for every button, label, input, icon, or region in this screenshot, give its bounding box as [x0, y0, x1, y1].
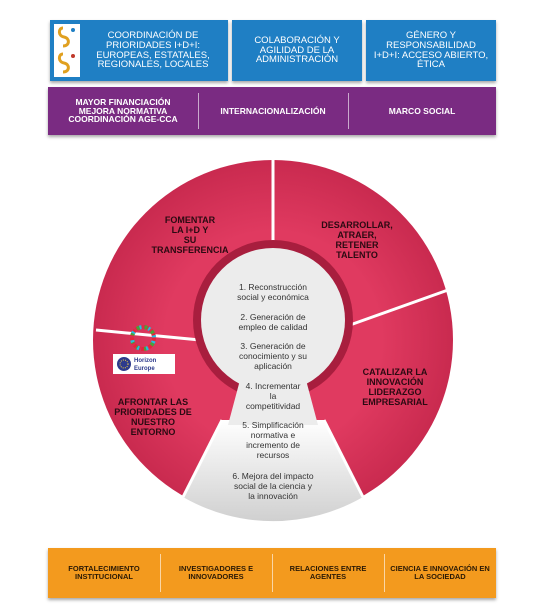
segment-fomentar-line: TRANSFERENCIA: [151, 245, 229, 255]
orange-cell-ciencia: CIENCIA E INNOVACIÓN EN LA SOCIEDAD: [384, 548, 496, 598]
purple-cell-financiacion-text: MAYOR FINANCIACIÓN MEJORA NORMATIVA COOR…: [68, 96, 178, 125]
horizon-europe-line: Horizon: [134, 358, 157, 364]
center-item-line: social de la ciencia y: [234, 481, 313, 491]
segment-desarrollar-line: DESARROLLAR,: [321, 220, 393, 230]
segment-fomentar-line: LA I+D Y: [172, 225, 209, 235]
segment-catalizar-line: INNOVACIÓN: [367, 376, 424, 387]
segment-afrontar-line: NUESTRO: [131, 417, 175, 427]
segment-afrontar-line: ENTORNO: [131, 427, 176, 437]
top-box-coordinacion: COORDINACIÓN DE PRIORIDADES I+D+I: EUROP…: [50, 20, 228, 81]
segment-fomentar-line: FOMENTAR: [165, 215, 216, 225]
horizon-europe-line: Europe: [134, 366, 155, 372]
purple-cell-internacionalizacion: INTERNACIONALIZACIÓN: [198, 87, 348, 135]
segment-catalizar-line: EMPRESARIAL: [362, 397, 428, 407]
center-item-line: conocimiento y su: [239, 351, 307, 361]
spain-logo-icon: [57, 26, 75, 74]
center-item-line: empleo de calidad: [239, 322, 308, 332]
orange-cell-investigadores-text: INVESTIGADORES E INNOVADORES: [178, 563, 254, 581]
spain-logos: [54, 24, 80, 77]
top-box-coordinacion-text: COORDINACIÓN DE PRIORIDADES I+D+I: EUROP…: [96, 29, 210, 71]
center-item-line: 3. Generación de: [240, 341, 305, 351]
center-item-line: 1. Reconstrucción: [239, 282, 307, 292]
orange-divider: [272, 554, 273, 592]
horizon-europe-logo: Horizon Europe: [113, 354, 175, 374]
purple-cell-marco-social-text: MARCO SOCIAL: [388, 105, 456, 116]
center-item-line: aplicación: [254, 361, 292, 371]
top-box-genero-text: GÉNERO Y RESPONSABILIDAD I+D+I: ACCESO A…: [373, 29, 489, 71]
center-item-line: 6. Mejora del impacto: [232, 471, 314, 481]
segment-divider: [181, 419, 224, 498]
purple-divider: [198, 93, 199, 129]
center-item-line: recursos: [257, 450, 290, 460]
orange-cell-fortalecimiento: FORTALECIMIENTO INSTITUCIONAL: [48, 548, 160, 598]
segment-desarrollar-line: TALENTO: [336, 250, 378, 260]
center-item-line: la: [270, 391, 277, 401]
orange-cell-fortalecimiento-text: FORTALECIMIENTO INSTITUCIONAL: [68, 563, 140, 581]
segment-divider: [349, 288, 449, 327]
keyhole-wedge: [183, 420, 363, 522]
segment-catalizar-line: CATALIZAR LA: [363, 367, 428, 377]
center-item-line: incremento de: [246, 440, 300, 450]
orange-divider: [384, 554, 385, 592]
segment-divider: [322, 419, 365, 498]
segment-fomentar: FOMENTAR LA I+D Y SU TRANSFERENCIA: [151, 215, 229, 255]
center-item-line: la innovación: [248, 491, 298, 501]
orange-cell-relaciones-text: RELACIONES ENTRE AGENTES: [289, 563, 367, 581]
segment-catalizar-line: LIDERAZGO: [369, 387, 422, 397]
segment-divider: [95, 328, 201, 342]
segment-desarrollar-line: RETENER: [335, 240, 379, 250]
sdg-wheel-icon: [130, 325, 156, 351]
orange-bar: FORTALECIMIENTO INSTITUCIONAL INVESTIGAD…: [48, 548, 496, 598]
orange-divider: [160, 554, 161, 592]
center-item-line: normativa e: [251, 430, 296, 440]
segment-afrontar: AFRONTAR LAS PRIORIDADES DE NUESTRO ENTO…: [114, 397, 192, 437]
wheel-center: [201, 248, 345, 392]
orange-cell-investigadores: INVESTIGADORES E INNOVADORES: [160, 548, 272, 598]
purple-cell-marco-social: MARCO SOCIAL: [348, 87, 496, 135]
center-item-line: social y económica: [237, 292, 309, 302]
center-items: 1. Reconstrucción social y económica 2. …: [232, 282, 314, 501]
segment-afrontar-line: AFRONTAR LAS: [118, 397, 188, 407]
center-item-line: 2. Generación de: [240, 312, 305, 322]
top-box-colaboracion: COLABORACIÓN Y AGILIDAD DE LA ADMINISTRA…: [232, 20, 362, 81]
top-box-colaboracion-text: COLABORACIÓN Y AGILIDAD DE LA ADMINISTRA…: [254, 34, 340, 66]
purple-cell-financiacion: MAYOR FINANCIACIÓN MEJORA NORMATIVA COOR…: [48, 87, 198, 135]
segment-catalizar: CATALIZAR LA INNOVACIÓN LIDERAZGO EMPRES…: [362, 367, 428, 407]
purple-bar: MAYOR FINANCIACIÓN MEJORA NORMATIVA COOR…: [48, 87, 496, 135]
segment-desarrollar-line: ATRAER,: [337, 230, 376, 240]
segment-fomentar-line: SU: [184, 235, 197, 245]
orange-cell-relaciones: RELACIONES ENTRE AGENTES: [272, 548, 384, 598]
purple-cell-internacionalizacion-text: INTERNACIONALIZACIÓN: [220, 105, 326, 116]
segment-desarrollar: DESARROLLAR, ATRAER, RETENER TALENTO: [321, 220, 393, 260]
keyhole-stem: [228, 380, 318, 425]
eu-stars-icon: [117, 357, 131, 371]
center-item-line: 5. Simplificación: [242, 420, 304, 430]
center-item-line: competitividad: [246, 401, 301, 411]
top-box-genero: GÉNERO Y RESPONSABILIDAD I+D+I: ACCESO A…: [366, 20, 496, 81]
purple-divider: [348, 93, 349, 129]
center-item-line: 4. Incrementar: [246, 381, 301, 391]
segment-afrontar-line: PRIORIDADES DE: [114, 407, 192, 417]
orange-cell-ciencia-text: CIENCIA E INNOVACIÓN EN LA SOCIEDAD: [390, 563, 490, 581]
